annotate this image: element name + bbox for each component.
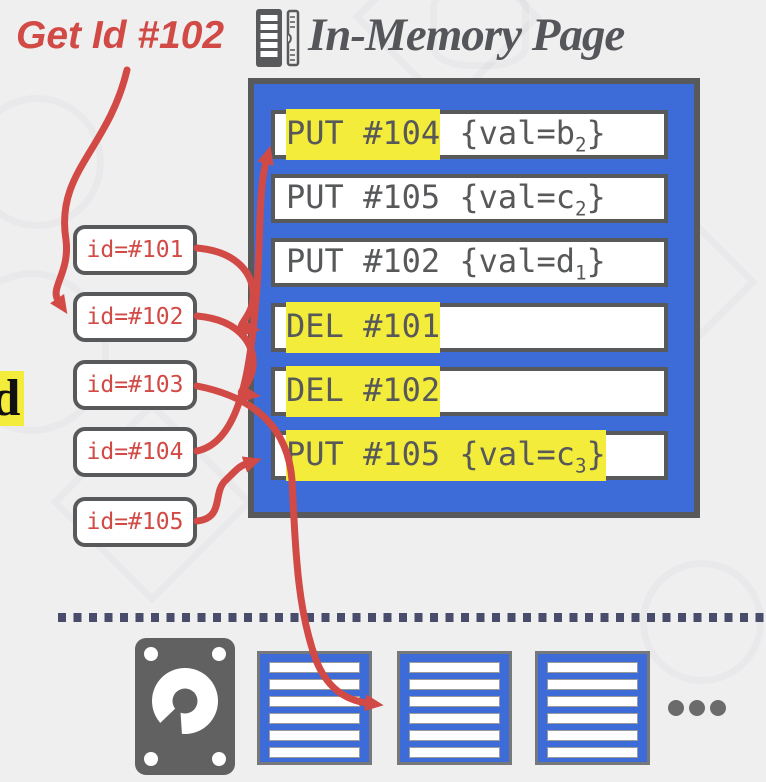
id-pill-104: id=#104	[73, 427, 197, 477]
arrow-id102-to-del102	[193, 312, 261, 403]
log-entry-del-101: DEL #101	[271, 302, 668, 353]
sstable-box-3	[535, 651, 650, 765]
memory-disk-separator	[58, 613, 766, 622]
watermark-shape	[0, 95, 104, 229]
hard-disk-icon	[135, 638, 235, 779]
arrow-id101-to-del101	[193, 244, 261, 337]
log-entry-put-102: PUT #102 {val=d1}	[271, 238, 668, 287]
ram-chip-icon	[254, 8, 304, 72]
log-entry-put-104: PUT #104 {val=b2}	[271, 109, 668, 160]
log-entry-del-102: DEL #102	[271, 366, 668, 417]
sstable-box-2	[397, 651, 512, 765]
highlight: PUT #105 {val=c3}	[286, 430, 606, 481]
highlight: DEL #101	[286, 302, 441, 353]
arrow-id105-to-put105	[193, 456, 262, 525]
id-pill-101: id=#101	[73, 225, 197, 275]
in-memory-page-box: PUT #104 {val=b2} PUT #105 {val=c2} PUT …	[248, 78, 700, 518]
id-pill-103: id=#103	[73, 360, 197, 410]
get-request-label: Get Id #102	[16, 14, 225, 57]
id-pill-105: id=#105	[73, 497, 197, 547]
highlight: DEL #102	[286, 366, 441, 417]
watermark-shape	[640, 560, 764, 684]
log-entry-put-105b: PUT #105 {val=c3}	[271, 430, 668, 481]
sstable-box-1	[257, 651, 372, 765]
highlight: PUT #104	[286, 109, 441, 160]
clipped-highlighted-letter: d	[0, 371, 24, 426]
page-title: In-Memory Page	[308, 9, 625, 61]
log-entry-put-105a: PUT #105 {val=c2}	[271, 174, 668, 223]
id-pill-102: id=#102	[73, 292, 197, 342]
